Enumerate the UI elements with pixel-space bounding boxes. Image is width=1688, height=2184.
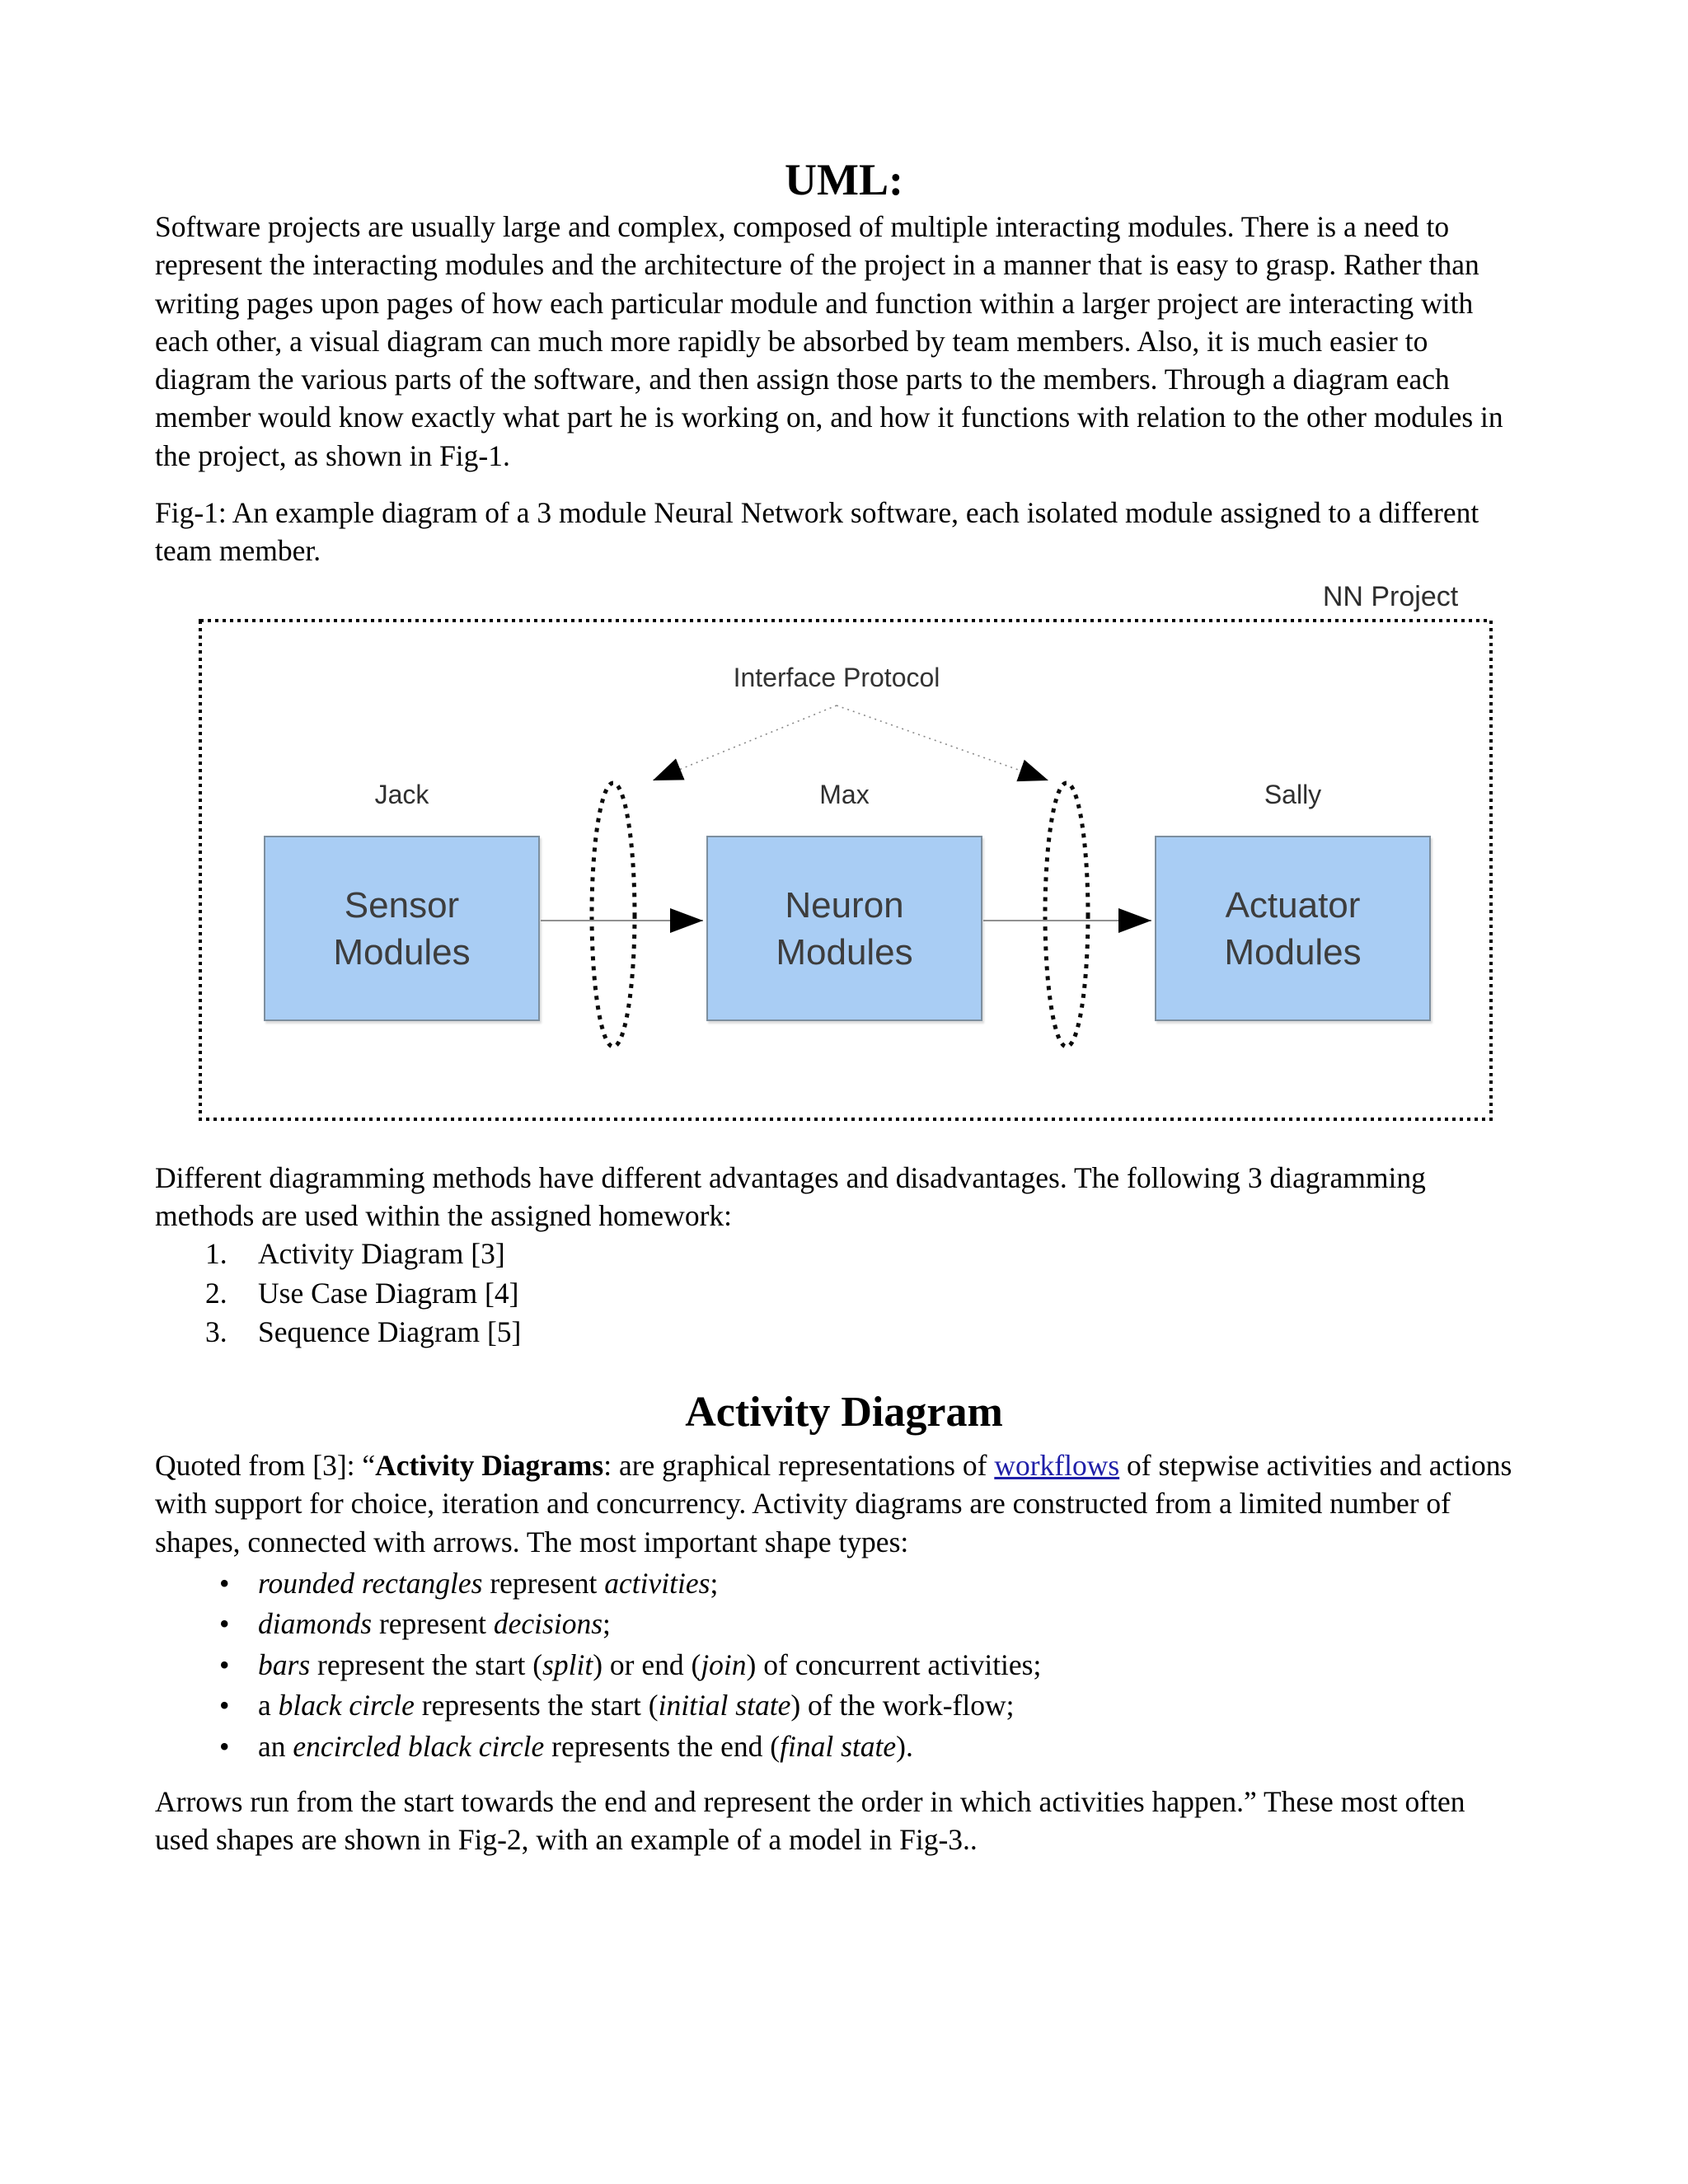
list-item: 3. Sequence Diagram [5] [205, 1313, 1442, 1352]
text-segment: an [258, 1729, 293, 1763]
module-title-line: Modules [1224, 931, 1362, 972]
member-label-sally: Sally [1264, 780, 1322, 809]
interface-callout-line-left [652, 705, 837, 781]
bullet-item: bars represent the start (split) or end … [219, 1645, 1505, 1686]
text-segment: represent [372, 1607, 494, 1641]
text-segment: represents the end ( [544, 1729, 781, 1763]
module-title-line: Modules [776, 931, 913, 972]
workflows-link[interactable]: workflows [994, 1449, 1120, 1482]
text-segment: ) or end ( [593, 1647, 701, 1681]
fig1-caption: Fig-1: An example diagram of a 3 module … [155, 496, 1479, 568]
text-segment: ; [710, 1567, 719, 1600]
text-segment: final state [780, 1729, 897, 1763]
text-segment: represent [482, 1567, 605, 1600]
interface-ellipse-right [1043, 780, 1090, 1049]
closing-paragraph: Arrows run from the start towards the en… [155, 1785, 1465, 1857]
text-segment: of stepwise activities and actions with … [155, 1449, 1512, 1558]
text-segment: represents the start ( [414, 1689, 659, 1722]
methods-list: 1. Activity Diagram [3] 2. Use Case Diagra… [205, 1235, 1442, 1352]
list-item: 1. Activity Diagram [3] [205, 1235, 1442, 1274]
interface-callout-line-right [836, 705, 1049, 782]
list-item-text: Activity Diagram [3] [258, 1237, 505, 1270]
text-segment: ; [603, 1607, 611, 1641]
module-box-actuator: Actuator Modules [1155, 836, 1431, 1021]
interface-ellipse-left [589, 780, 637, 1049]
project-boundary-box [199, 619, 1493, 1121]
text-segment: ). [896, 1729, 913, 1763]
shape-bullet-list: rounded rectangles represent activities;… [219, 1563, 1505, 1767]
quoted-paragraph: Quoted from [3]: “Activity Diagrams: are… [155, 1446, 1525, 1561]
text-segment: : are graphical representations of [603, 1449, 995, 1482]
text-segment: encircled black circle [293, 1729, 545, 1763]
text-segment: initial state [658, 1689, 791, 1722]
text-segment: join [701, 1647, 747, 1681]
text-segment: represent the start ( [310, 1647, 543, 1681]
methods-paragraph: Different diagramming methods have diffe… [155, 1161, 1426, 1233]
text-segment: ) of concurrent activities; [746, 1647, 1042, 1681]
text-segment: ) of the work-flow; [790, 1689, 1015, 1722]
intro-paragraph: Software projects are usually large and … [155, 210, 1503, 472]
list-item-text: Sequence Diagram [5] [258, 1315, 522, 1348]
text-segment: bars [258, 1647, 311, 1681]
module-title-line: Actuator [1225, 884, 1361, 926]
fig1-diagram: NN Project Interface Protocol Jack Max S… [0, 577, 1688, 1154]
module-title-line: Sensor [344, 884, 460, 926]
text-segment: Activity Diagrams [375, 1449, 604, 1482]
module-box-neuron: Neuron Modules [706, 836, 982, 1021]
interface-protocol-label: Interface Protocol [733, 663, 940, 692]
member-label-jack: Jack [374, 780, 429, 809]
page-title: UML: [785, 155, 903, 204]
list-item: 2. Use Case Diagram [4] [205, 1274, 1442, 1314]
bullet-item: an encircled black circle represents the… [219, 1727, 1505, 1768]
text-segment: black circle [278, 1689, 415, 1722]
text-segment: rounded rectangles [258, 1567, 483, 1600]
list-item-number: 1. [205, 1237, 227, 1270]
module-title-line: Modules [333, 931, 471, 972]
module-title-line: Neuron [785, 884, 904, 926]
text-segment: diamonds [258, 1607, 373, 1641]
text-segment: a [258, 1689, 279, 1722]
figure-graphics [199, 619, 1493, 1121]
bullet-item: rounded rectangles represent activities; [219, 1563, 1505, 1605]
text-segment: decisions [493, 1607, 603, 1641]
list-item-text: Use Case Diagram [4] [258, 1276, 519, 1310]
text-segment: Quoted from [3]: “ [155, 1449, 376, 1482]
nn-project-label: NN Project [1322, 581, 1459, 612]
activity-diagram-heading: Activity Diagram [685, 1389, 1003, 1436]
bullet-item: diamonds represent decisions; [219, 1604, 1505, 1645]
list-item-number: 2. [205, 1276, 227, 1310]
member-label-max: Max [819, 780, 870, 809]
text-segment: activities [604, 1567, 710, 1600]
module-box-sensor: Sensor Modules [264, 836, 540, 1021]
list-item-number: 3. [205, 1315, 227, 1348]
bullet-item: a black circle represents the start (ini… [219, 1685, 1505, 1727]
text-segment: split [542, 1647, 593, 1681]
